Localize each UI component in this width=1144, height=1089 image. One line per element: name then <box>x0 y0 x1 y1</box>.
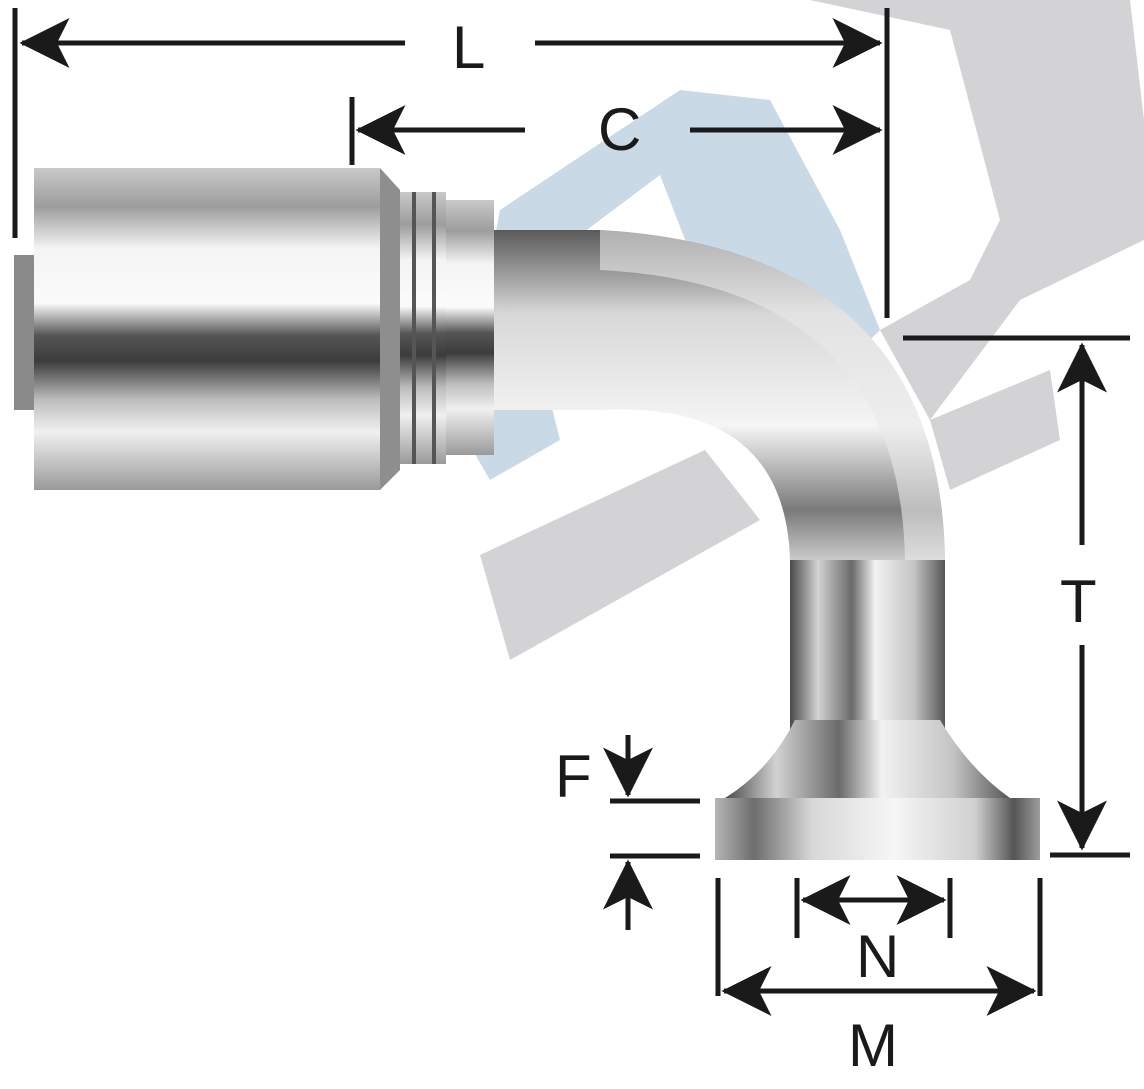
dim-label-M: M <box>848 1012 898 1079</box>
nipple-grooves <box>400 192 446 464</box>
dim-label-F: F <box>555 743 592 810</box>
flange-neck <box>725 720 1010 798</box>
flange-head <box>715 798 1040 860</box>
groove-line-2 <box>432 192 436 464</box>
nipple-hex <box>446 200 494 455</box>
ferrule <box>34 168 380 490</box>
dim-label-T: T <box>1060 568 1097 635</box>
groove-line-1 <box>412 192 416 464</box>
hose-end <box>14 255 36 410</box>
dimension-lines <box>12 8 1130 1016</box>
elbow-bend-shading <box>600 230 945 790</box>
dimension-labels: L C T F N M <box>452 14 1097 1079</box>
ferrule-chamfer <box>380 168 400 490</box>
fitting-body <box>14 168 1040 860</box>
watermark-gray-bar <box>480 450 760 660</box>
dim-label-L: L <box>452 14 485 81</box>
dim-label-C: C <box>598 96 641 163</box>
dim-label-N: N <box>856 923 899 990</box>
watermark-gray-frame <box>810 0 1144 420</box>
watermark-gray-bar-2 <box>930 370 1060 490</box>
